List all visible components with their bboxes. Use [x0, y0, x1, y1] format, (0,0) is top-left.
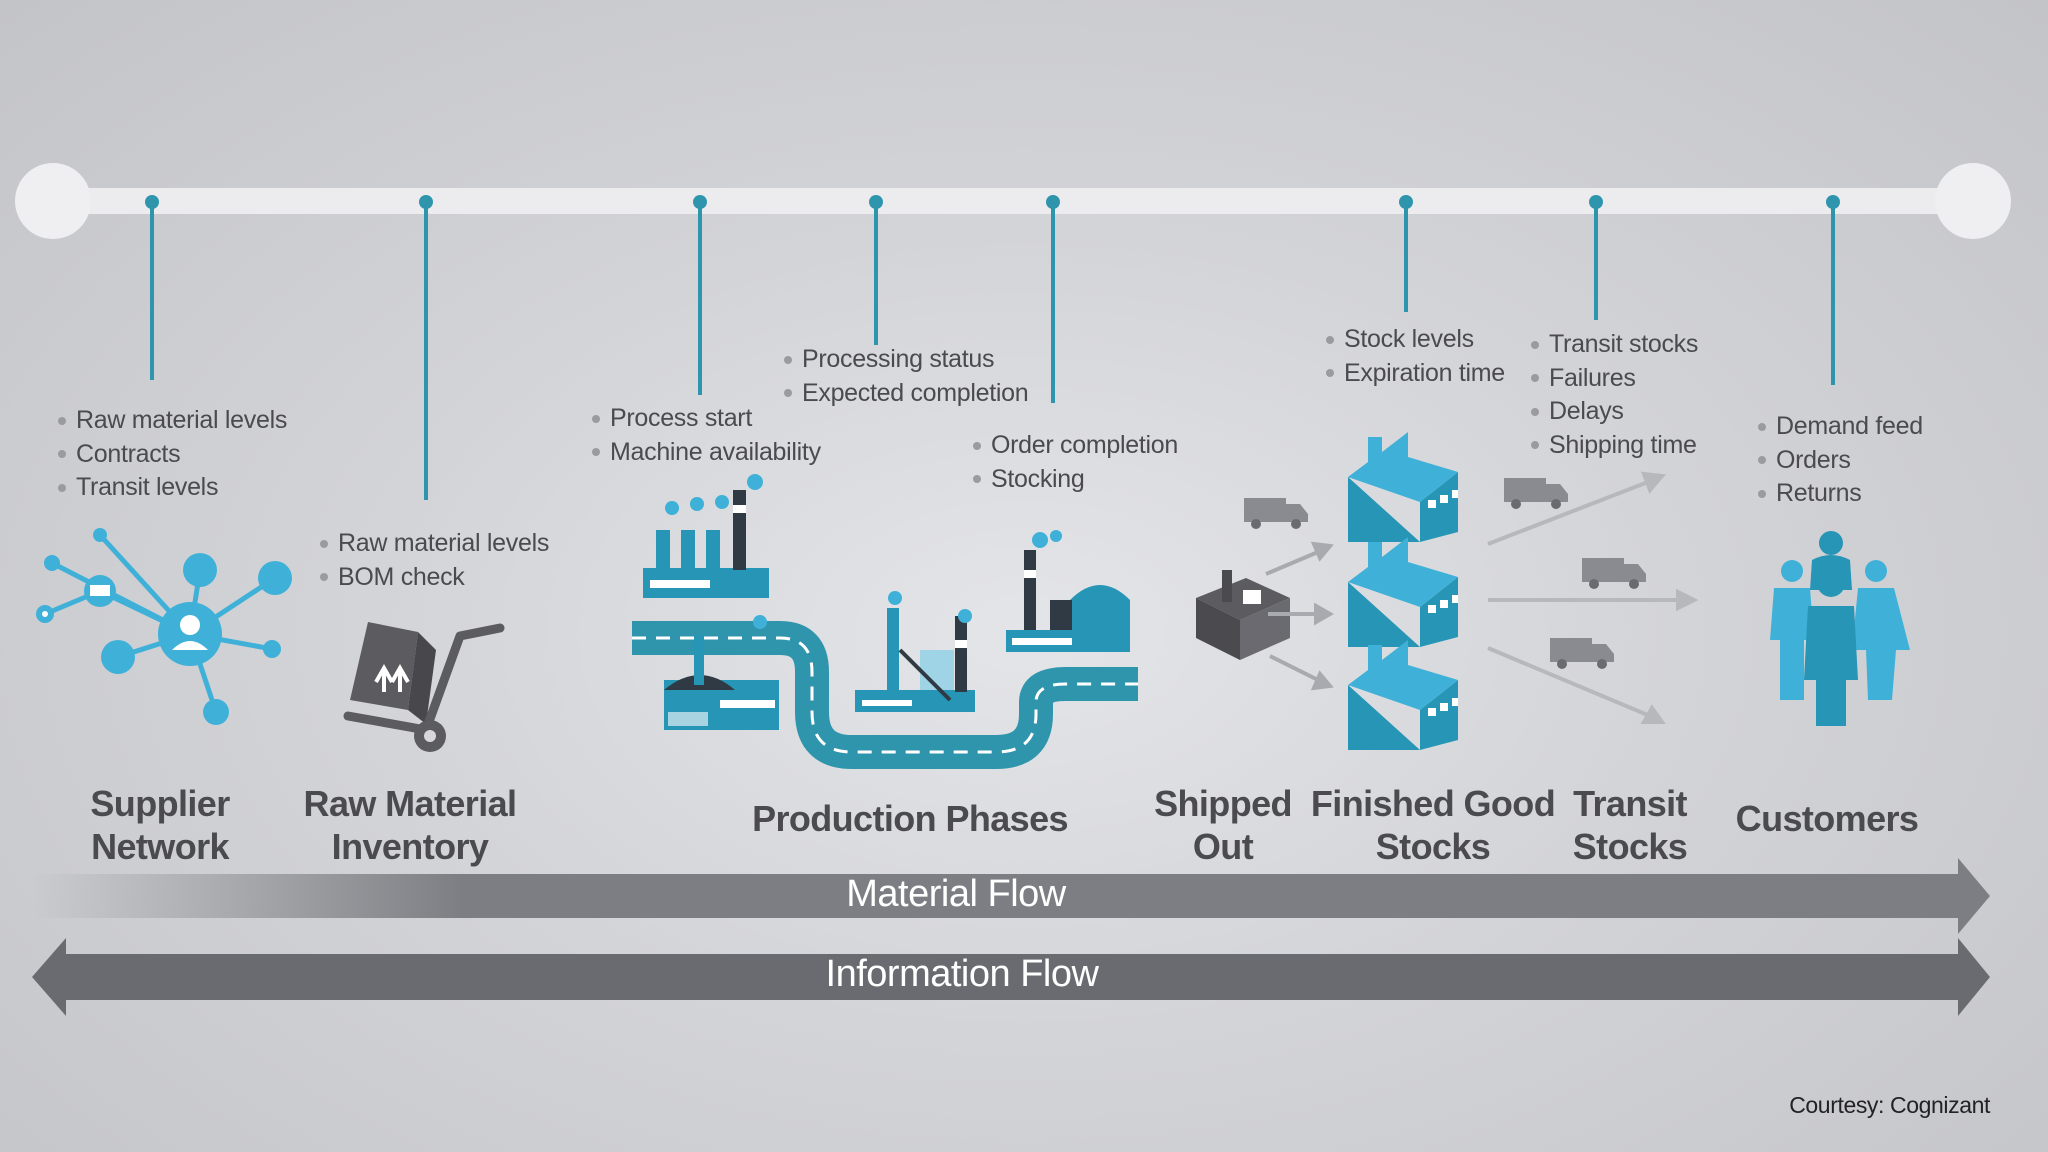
processing-status-bullets: Processing status Expected completion — [784, 343, 1029, 411]
bullet-item: Transit levels — [58, 471, 287, 505]
shipped-arrows — [1265, 541, 1335, 691]
label-line: Supplier — [90, 783, 230, 824]
bullet-item: Process start — [592, 402, 821, 436]
connector-dot — [1826, 195, 1840, 209]
network-icon — [36, 528, 292, 725]
factory-icon — [643, 474, 1130, 730]
label-line: Shipped — [1154, 783, 1292, 824]
bullet-item: Failures — [1531, 362, 1698, 396]
bullet-item: Shipping time — [1531, 429, 1698, 463]
stage-label-transit: Transit Stocks — [1550, 782, 1710, 868]
bullet-item: Order completion — [973, 429, 1178, 463]
road-icon — [632, 621, 1138, 769]
material-flow-label: Material Flow — [846, 873, 1066, 915]
hand-truck-icon — [343, 622, 505, 752]
connector-raw-material — [424, 202, 428, 500]
transit-bullets: Transit stocks Failures Delays Shipping … — [1531, 328, 1698, 462]
stage-label-supplier: Supplier Network — [60, 782, 260, 868]
order-completion-bullets: Order completion Stocking — [973, 429, 1178, 496]
bullet-item: Raw material levels — [320, 527, 549, 561]
label-line: Inventory — [331, 826, 489, 867]
bullet-item: Machine availability — [592, 436, 821, 470]
connector-dot — [693, 195, 707, 209]
process-start-bullets: Process start Machine availability — [592, 402, 821, 469]
bullet-item: Contracts — [58, 438, 287, 472]
bullet-item: Returns — [1758, 477, 1923, 511]
people-icon — [1770, 531, 1910, 726]
label-line: Customers — [1735, 798, 1919, 839]
bullet-item: Delays — [1531, 395, 1698, 429]
label-line: Network — [91, 826, 229, 867]
bullet-item: BOM check — [320, 561, 549, 595]
stage-label-production: Production Phases — [740, 797, 1080, 840]
connector-supplier — [150, 202, 154, 380]
finished-goods-icon — [1348, 432, 1458, 750]
bullet-item: Stocking — [973, 463, 1178, 497]
connector-dot — [869, 195, 883, 209]
connector-customers — [1831, 202, 1835, 385]
label-line: Stocks — [1375, 826, 1491, 867]
connector-order-completion — [1051, 202, 1055, 403]
label-line: Stocks — [1572, 826, 1688, 867]
stage-label-raw-material: Raw Material Inventory — [300, 782, 520, 868]
stage-label-customers: Customers — [1720, 797, 1934, 840]
information-flow-label: Information Flow — [825, 953, 1099, 995]
information-flow-arrow — [32, 938, 1990, 1016]
connector-finished-goods — [1404, 202, 1408, 312]
label-line: Transit — [1573, 783, 1687, 824]
supplier-bullets: Raw material levels Contracts Transit le… — [58, 404, 287, 505]
bullet-item: Processing status — [784, 343, 1028, 377]
bullet-item: Raw material levels — [58, 404, 287, 438]
label-line: Raw Material — [303, 783, 517, 824]
bullet-item: Expected completion — [784, 377, 1029, 411]
connector-dot — [419, 195, 433, 209]
label-line: Production Phases — [752, 798, 1068, 839]
label-line: Finished Good — [1310, 783, 1556, 824]
bullet-item: Stock levels — [1326, 323, 1505, 357]
connector-dot — [145, 195, 159, 209]
customers-bullets: Demand feed Orders Returns — [1758, 410, 1923, 511]
connector-process-start — [698, 202, 702, 395]
material-flow-arrow — [32, 858, 1990, 934]
finished-goods-bullets: Stock levels Expiration time — [1326, 323, 1505, 390]
connector-processing-status — [874, 202, 878, 345]
stage-label-shipped: Shipped Out — [1150, 782, 1296, 868]
timeline-start-cap — [15, 163, 91, 239]
connector-dot — [1046, 195, 1060, 209]
connector-dot — [1589, 195, 1603, 209]
bullet-item: Orders — [1758, 444, 1923, 478]
bullet-item: Expiration time — [1326, 357, 1505, 391]
label-line: Out — [1192, 826, 1254, 867]
truck-icon — [1244, 478, 1646, 669]
connector-transit — [1594, 202, 1598, 320]
bullet-item: Transit stocks — [1531, 328, 1698, 362]
raw-material-bullets: Raw material levels BOM check — [320, 527, 549, 594]
transit-arrows — [1487, 471, 1699, 724]
timeline-end-cap — [1935, 163, 2011, 239]
stage-label-finished: Finished Good Stocks — [1304, 782, 1562, 868]
timeline-bar — [52, 188, 2010, 214]
bullet-item: Demand feed — [1758, 410, 1923, 444]
courtesy-credit: Courtesy: Cognizant — [1789, 1092, 1990, 1118]
connector-dot — [1399, 195, 1413, 209]
